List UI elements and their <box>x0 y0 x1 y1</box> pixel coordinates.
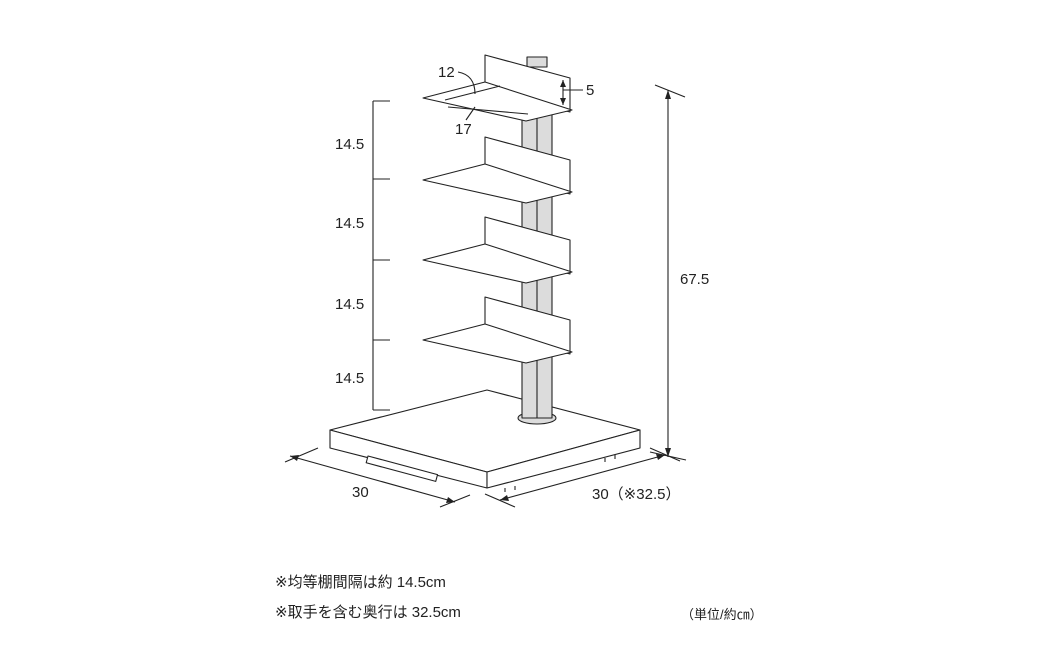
base <box>329 389 641 492</box>
width-dimension-line <box>284 447 471 508</box>
shelf <box>422 136 573 204</box>
shelf <box>422 216 573 284</box>
spacing-label: 14.5 <box>335 370 364 387</box>
note-shelf-spacing: ※均等棚間隔は約 14.5cm <box>275 574 446 591</box>
shelf-width-label: 17 <box>455 121 472 138</box>
unit-label: （単位/約㎝） <box>681 607 763 622</box>
depth-dimension-line <box>484 447 681 508</box>
note-depth-with-handle: ※取手を含む奥行は 32.5cm <box>275 604 461 621</box>
shelf <box>422 54 573 122</box>
spacing-label: 14.5 <box>335 136 364 153</box>
base-width-label: 30 <box>352 484 369 501</box>
shelf-back-height-label: 5 <box>586 82 594 99</box>
handle <box>365 455 439 482</box>
total-height-label: 67.5 <box>680 271 709 288</box>
shelf <box>422 296 573 364</box>
spacing-label: 14.5 <box>335 296 364 313</box>
spacing-bracket <box>372 100 390 411</box>
base-depth-label: 30（※32.5） <box>592 486 680 503</box>
shelf-depth-label: 12 <box>438 64 455 81</box>
spacing-label: 14.5 <box>335 215 364 232</box>
